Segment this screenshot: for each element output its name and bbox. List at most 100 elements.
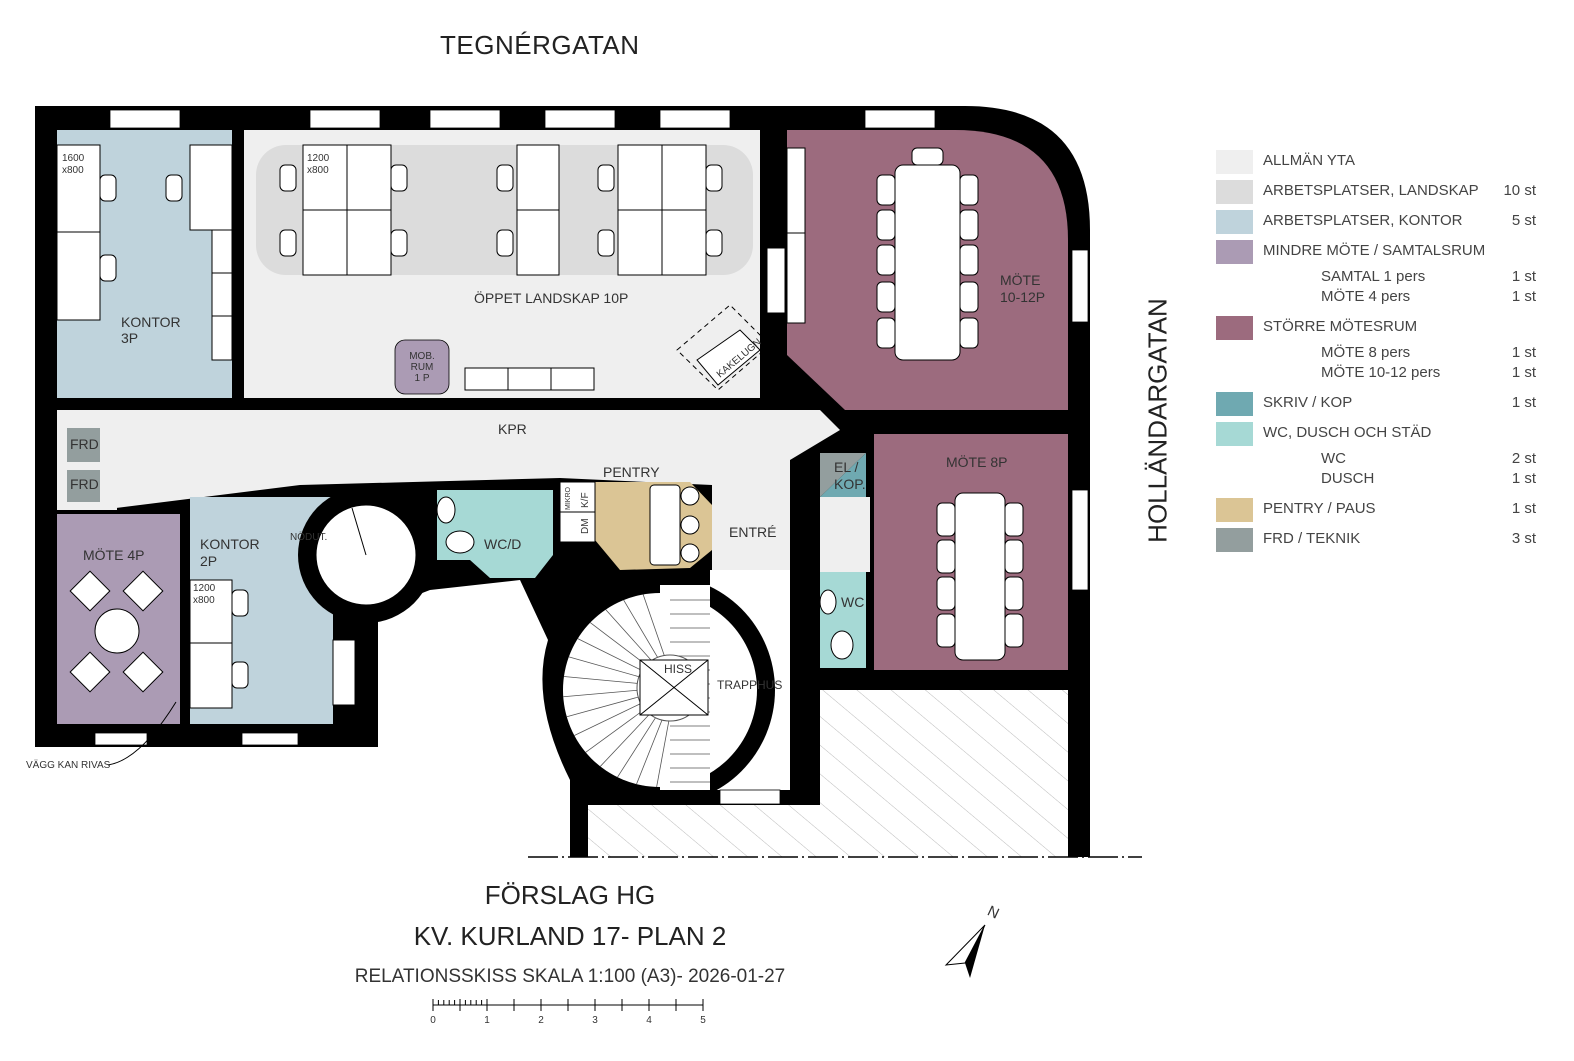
stair-tread xyxy=(577,638,643,671)
label-desk-size: 1200 xyxy=(193,583,216,594)
vagg-arrow xyxy=(107,701,177,766)
label-desk-size: 1600 xyxy=(62,153,85,164)
legend-swatch xyxy=(1216,528,1253,552)
legend-label: ARBETSPLATSER, KONTOR xyxy=(1263,212,1463,229)
north-arrow-icon xyxy=(944,924,986,978)
legend-swatch xyxy=(1216,150,1253,174)
legend-count: 10 st xyxy=(1503,182,1536,199)
legend-label: SKRIV / KOP xyxy=(1263,394,1353,411)
legend-subcount: 1 st xyxy=(1511,470,1536,487)
title-line-2: KV. KURLAND 17- PLAN 2 xyxy=(413,921,727,951)
label-el-kop: EL / xyxy=(834,459,858,475)
chairs xyxy=(99,147,1024,689)
chair xyxy=(959,281,979,313)
stair-tread xyxy=(589,622,647,666)
chair xyxy=(876,209,896,241)
chair xyxy=(597,164,615,192)
chair xyxy=(1004,613,1024,648)
legend-label: FRD / TEKNIK xyxy=(1263,530,1361,547)
label-wcd: WC/D xyxy=(484,536,521,552)
legend-count: 3 st xyxy=(1511,530,1536,547)
room-entre-hall xyxy=(820,497,870,572)
stair-tread xyxy=(566,696,639,718)
scale-label: 0 xyxy=(430,1015,436,1026)
nodut-stair-line xyxy=(351,507,367,556)
chair xyxy=(936,502,956,537)
room-wcd[interactable] xyxy=(437,490,553,578)
legend-sublabel: MÖTE 10-12 pers xyxy=(1321,364,1441,381)
legend-count: 5 st xyxy=(1511,212,1536,229)
legend-label: ALLMÄN YTA xyxy=(1263,152,1355,169)
chair xyxy=(279,164,297,192)
legend-item: MINDRE MÖTE / SAMTALSRUM xyxy=(1216,238,1536,268)
elevator-x2 xyxy=(639,659,709,716)
legend-swatch xyxy=(1216,180,1253,204)
stair-tread xyxy=(623,599,658,658)
legend-count: 1 st xyxy=(1511,500,1536,517)
label-pentry: PENTRY xyxy=(603,464,660,480)
scale-label: 5 xyxy=(700,1015,706,1026)
kakelugn-outline xyxy=(676,304,771,391)
label-hiss: HISS xyxy=(664,662,692,676)
label-frd: FRD xyxy=(70,436,99,452)
mobile-room[interactable] xyxy=(394,339,450,395)
stair-tread xyxy=(585,708,645,753)
chair xyxy=(936,576,956,611)
legend-label: MINDRE MÖTE / SAMTALSRUM xyxy=(1263,242,1486,259)
label-mote-10-12p: MÖTE xyxy=(1000,271,1040,288)
title-line-1: FÖRSLAG HG xyxy=(484,880,656,910)
legend-sublabel: WC xyxy=(1321,450,1346,467)
label-frd: FRD xyxy=(70,476,99,492)
bar-stools xyxy=(680,486,700,563)
label-desk-size: x800 xyxy=(62,165,84,176)
chair xyxy=(231,589,249,617)
label-mob: 1 P xyxy=(414,373,429,384)
legend-label: ARBETSPLATSER, LANDSKAP xyxy=(1263,182,1479,199)
room-el-kop-skriv[interactable] xyxy=(820,453,866,497)
legend-subcount: 2 st xyxy=(1511,450,1536,467)
label-mote-8p: MÖTE 8P xyxy=(946,453,1007,470)
legend-item: ARBETSPLATSER, KONTOR 5 st xyxy=(1216,208,1536,238)
legend-label: STÖRRE MÖTESRUM xyxy=(1263,318,1418,335)
scale-label: 2 xyxy=(538,1015,544,1026)
legend-sublabel: MÖTE 4 pers xyxy=(1321,288,1411,305)
chair xyxy=(390,229,408,257)
label-vagg-kan-rivas: VÄGG KAN RIVAS xyxy=(26,759,111,771)
room-frd-2[interactable] xyxy=(67,470,100,502)
title-line-3: RELATIONSSKISS SKALA 1:100 (A3)- 2026-01… xyxy=(354,966,786,987)
label-mob: MOB. xyxy=(409,351,435,362)
chair xyxy=(1004,576,1024,611)
label-kontor-2p-size: 2P xyxy=(200,553,217,569)
chair xyxy=(705,164,723,192)
stair-tread xyxy=(605,609,652,661)
stair-tread xyxy=(656,720,670,788)
desks xyxy=(56,144,1006,709)
room-frd-1[interactable] xyxy=(67,428,100,462)
legend-label: WC, DUSCH OCH STÄD xyxy=(1263,424,1432,441)
chair xyxy=(876,174,896,206)
legend-swatch xyxy=(1216,392,1253,416)
chair xyxy=(231,661,249,689)
stair-tread xyxy=(563,689,638,698)
label-trapphus: TRAPPHUS xyxy=(717,678,782,692)
legend-item: SKRIV / KOP 1 st xyxy=(1216,390,1536,420)
legend-sublabel: SAMTAL 1 pers xyxy=(1321,268,1426,285)
legend-subcount: 1 st xyxy=(1511,364,1536,381)
stair-treads xyxy=(563,594,710,788)
label-kontor-3p: KONTOR xyxy=(121,314,181,330)
chair xyxy=(876,317,896,349)
chair xyxy=(165,174,183,202)
label-nodut: NÖDUT. xyxy=(290,531,327,543)
chair xyxy=(1004,539,1024,574)
legend-count: 1 st xyxy=(1511,394,1536,411)
chair xyxy=(876,244,896,276)
chair xyxy=(705,229,723,257)
legend-item: PENTRY / PAUS 1 st xyxy=(1216,496,1536,526)
corridor[interactable] xyxy=(100,410,840,570)
chair xyxy=(911,147,944,166)
legend-label: PENTRY / PAUS xyxy=(1263,500,1376,517)
